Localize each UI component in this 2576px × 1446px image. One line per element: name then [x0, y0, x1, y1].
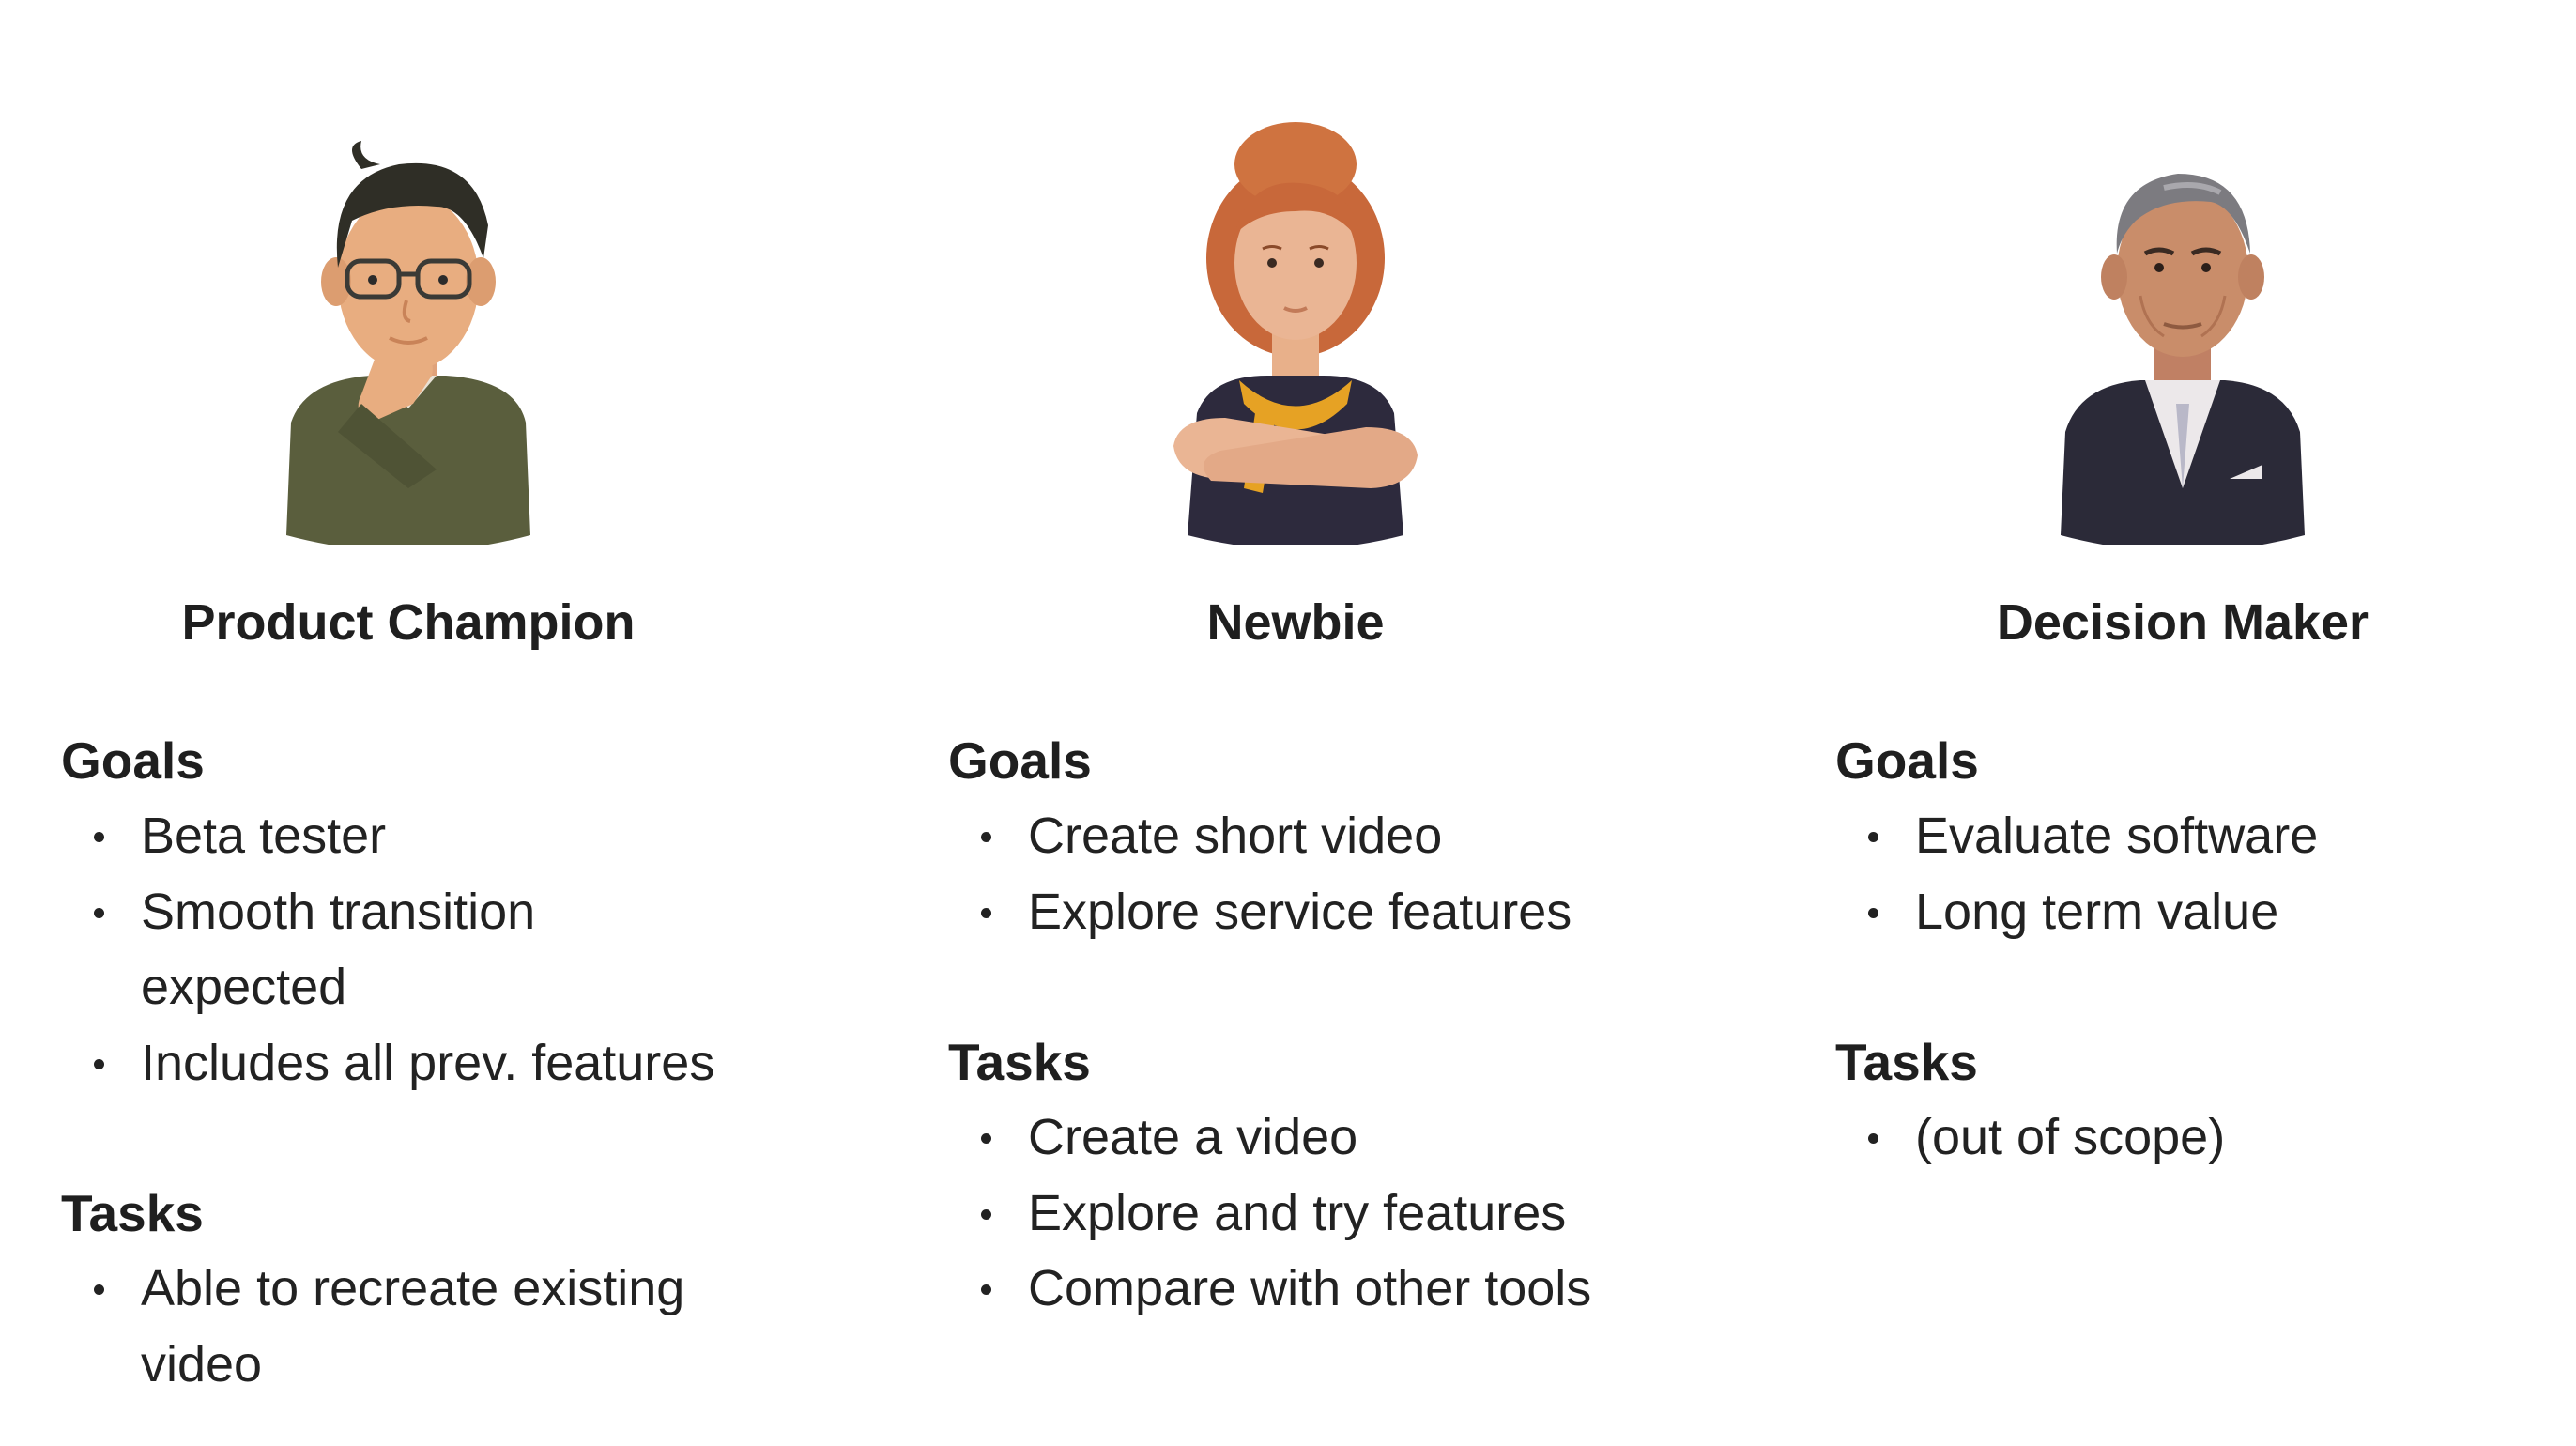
- tasks-list: (out of scope): [1835, 1100, 2576, 1176]
- goals-section: Goals Beta tester Smooth transition expe…: [61, 723, 812, 1100]
- man-with-glasses-thinking-icon: [286, 141, 530, 545]
- task-item: (out of scope): [1835, 1100, 2576, 1176]
- task-item: Create a video: [948, 1100, 1699, 1176]
- persona-name: Decision Maker: [1996, 594, 2369, 651]
- goal-item: Includes all prev. features: [61, 1025, 854, 1101]
- bullet-icon: [94, 1284, 104, 1295]
- bullet-icon: [981, 832, 991, 842]
- persona-card-newbie: Newbie Goals Create short video Explore …: [887, 0, 1732, 1446]
- bullet-icon: [1868, 1133, 1878, 1144]
- goals-list: Create short video Explore service featu…: [948, 798, 1699, 949]
- goal-item: Long term value: [1835, 874, 2576, 950]
- tasks-list: Create a video Explore and try features …: [948, 1100, 1699, 1327]
- bullet-icon: [981, 1284, 991, 1295]
- bullet-icon: [981, 1208, 991, 1220]
- goals-title: Goals: [948, 731, 1092, 790]
- goals-section: Goals Evaluate software Long term value: [1835, 723, 2576, 949]
- tasks-title: Tasks: [61, 1184, 204, 1242]
- persona-name: Product Champion: [181, 594, 636, 651]
- goals-list: Beta tester Smooth transition expected I…: [61, 798, 812, 1100]
- tasks-list: Able to recreate existing video: [61, 1251, 812, 1402]
- goals-title: Goals: [61, 731, 205, 790]
- persona-card-decision-maker: Decision Maker Goals Evaluate software L…: [1774, 0, 2576, 1446]
- persona-card-product-champion: Product Champion Goals Beta tester Smoot…: [0, 0, 845, 1446]
- tasks-section: Tasks Able to recreate existing video: [61, 1176, 812, 1402]
- bullet-icon: [981, 1133, 991, 1144]
- tasks-section: Tasks (out of scope): [1835, 1024, 2576, 1176]
- goals-title: Goals: [1835, 731, 1979, 790]
- goals-section: Goals Create short video Explore service…: [948, 723, 1699, 949]
- goal-item: Smooth transition expected: [61, 874, 667, 1025]
- bullet-icon: [94, 832, 104, 842]
- persona-name: Newbie: [1206, 594, 1385, 651]
- goal-item: Explore service features: [948, 874, 1699, 950]
- tasks-section: Tasks Create a video Explore and try fea…: [948, 1024, 1699, 1327]
- task-item: Able to recreate existing video: [61, 1251, 798, 1402]
- bullet-icon: [94, 1058, 104, 1069]
- tasks-title: Tasks: [948, 1033, 1091, 1091]
- goal-item: Create short video: [948, 798, 1699, 874]
- bullet-icon: [981, 907, 991, 918]
- businessman-in-suit-icon: [2061, 174, 2305, 545]
- bullet-icon: [1868, 832, 1878, 842]
- woman-arms-crossed-icon: [1173, 122, 1418, 545]
- goal-item: Evaluate software: [1835, 798, 2576, 874]
- task-item: Compare with other tools: [948, 1251, 1699, 1327]
- bullet-icon: [94, 907, 104, 918]
- goals-list: Evaluate software Long term value: [1835, 798, 2576, 949]
- tasks-title: Tasks: [1835, 1033, 1978, 1091]
- task-item: Explore and try features: [948, 1176, 1699, 1252]
- bullet-icon: [1868, 907, 1878, 918]
- goal-item: Beta tester: [61, 798, 779, 874]
